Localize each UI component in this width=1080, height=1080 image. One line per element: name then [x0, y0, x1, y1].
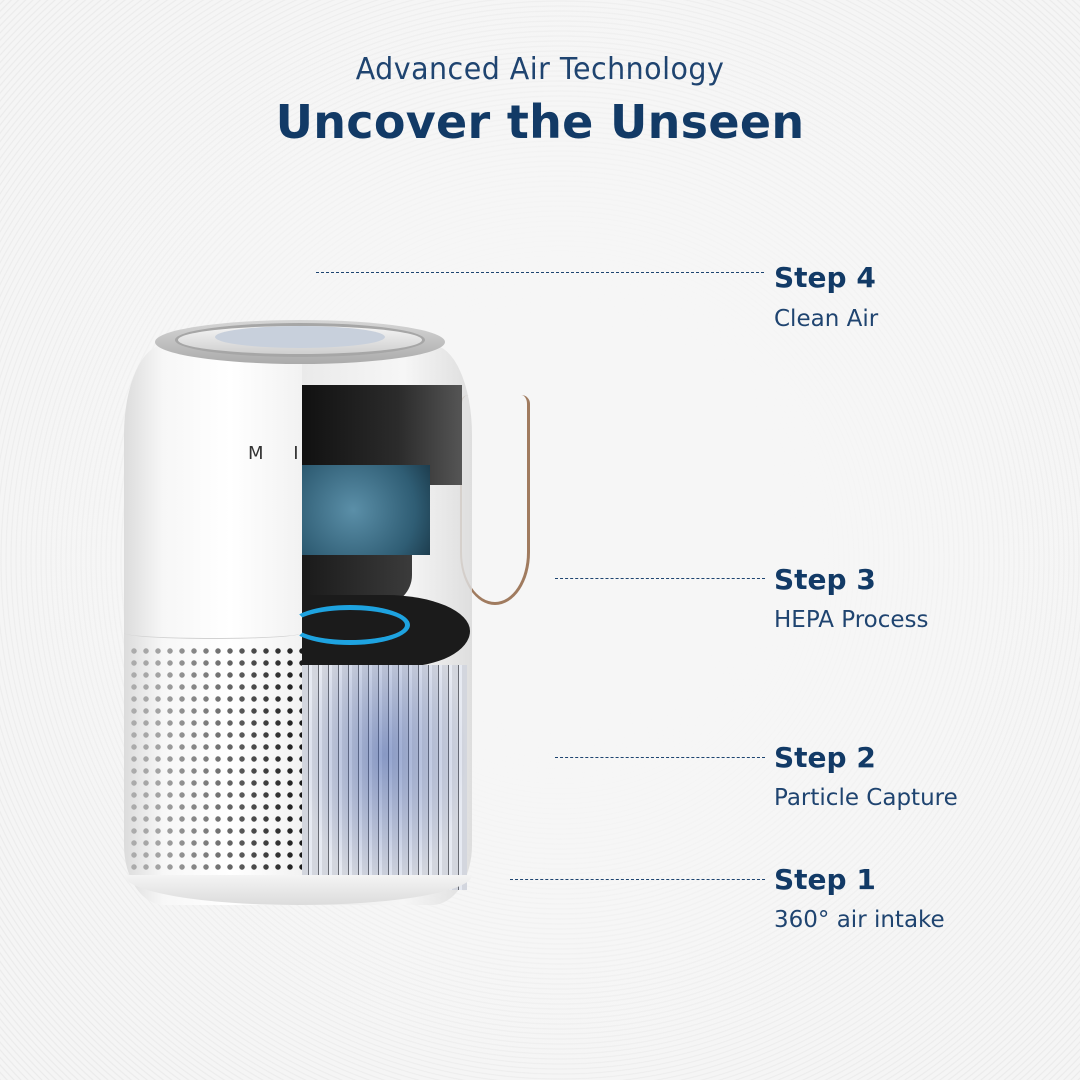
step-description: 360° air intake	[774, 907, 945, 933]
leader-line	[555, 757, 765, 758]
step-description: HEPA Process	[774, 607, 929, 633]
brand-mark: M I	[248, 443, 311, 464]
control-panel	[215, 326, 385, 348]
fan-filter	[302, 465, 430, 555]
hepa-filter-pleats	[302, 665, 467, 890]
page-title: Uncover the Unseen	[275, 95, 805, 149]
leader-line	[510, 879, 765, 880]
body-seam	[124, 627, 302, 639]
step-label: Step 4	[774, 261, 876, 294]
step-description: Particle Capture	[774, 785, 958, 811]
subtitle: Advanced Air Technology	[355, 52, 725, 87]
step-description: Clean Air	[774, 306, 879, 332]
airflow-ring-icon	[290, 605, 410, 645]
leader-line	[555, 578, 765, 579]
step-label: Step 3	[774, 563, 876, 596]
step-label: Step 1	[774, 863, 876, 896]
header: Advanced Air Technology Uncover the Unse…	[0, 52, 1080, 149]
perforated-grille	[128, 645, 302, 885]
leader-line	[316, 272, 764, 273]
air-purifier-image: M I	[120, 315, 530, 905]
step-label: Step 2	[774, 741, 876, 774]
